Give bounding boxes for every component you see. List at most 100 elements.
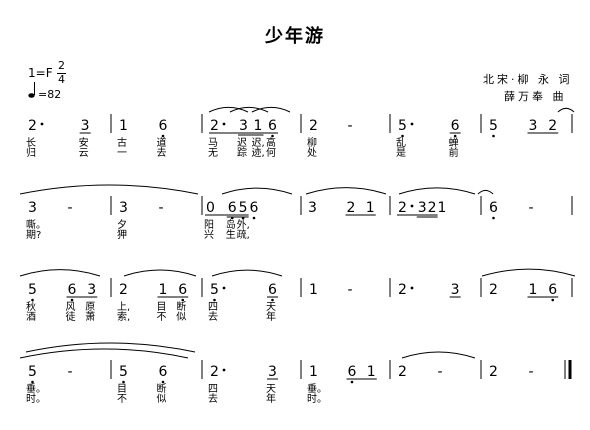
slur-arc — [251, 106, 291, 113]
lyric-char: 无 — [208, 148, 218, 159]
note-numeral: 3 — [418, 200, 427, 216]
lyric-char: 疏, — [237, 228, 250, 241]
lyric-char: 是 — [396, 147, 406, 159]
octave-dot-low — [350, 380, 354, 384]
augmentation-dot — [410, 204, 414, 208]
note-numeral: 1 — [529, 282, 538, 298]
note-numeral: 3 — [239, 118, 248, 134]
slur-arc — [25, 342, 196, 353]
note-numeral: 3 — [28, 200, 37, 216]
note-numeral: 6 — [268, 282, 277, 298]
slur-arc — [123, 269, 197, 277]
note-numeral: 2 — [548, 118, 557, 134]
note-numeral: 2 — [210, 364, 219, 380]
lyric-char: 酒 — [26, 311, 36, 323]
lyric-char: 时。 — [26, 393, 46, 405]
lyric-char: 四 — [208, 302, 218, 313]
lyric-char: 踪 — [237, 146, 247, 159]
song-title: 少年游 — [265, 26, 325, 47]
lyric-char: 四 — [208, 384, 218, 395]
note-numeral: 0 — [206, 200, 215, 216]
lyric-char: 生 — [226, 228, 236, 241]
slur-arc — [221, 187, 293, 195]
note-numeral: 5 — [239, 200, 248, 216]
slur-arc — [481, 268, 576, 277]
note-numeral: 3 — [451, 282, 460, 298]
lyric-char: 云 — [79, 148, 89, 159]
lyric-char: 何 — [266, 146, 276, 159]
note-numeral: 5 — [28, 282, 37, 298]
note-numeral: 6 — [228, 200, 237, 216]
dash-sustain: - — [68, 364, 73, 380]
note-numeral: 6 — [548, 282, 557, 298]
octave-dot-low — [551, 298, 555, 302]
note-numeral: 2 — [347, 200, 356, 216]
augmentation-dot — [410, 286, 414, 290]
note-numeral: 1 — [159, 282, 168, 298]
note-numeral: 6 — [68, 282, 77, 298]
slur-arc — [305, 187, 387, 195]
lyric-char: 目 — [117, 384, 127, 395]
augmentation-dot — [410, 122, 414, 126]
note-numeral: 1 — [367, 364, 376, 380]
lyric-char: 外, — [237, 219, 250, 231]
lyric-char: 阳 — [204, 219, 214, 231]
note-numeral: 6 — [451, 118, 460, 134]
lyric-char: 归 — [26, 146, 36, 159]
octave-dot-low — [492, 134, 495, 138]
note-numeral: 1 — [254, 118, 263, 134]
lyric-char: 断 — [157, 382, 167, 395]
octave-dot-low — [31, 380, 34, 384]
note-numeral: 2 — [398, 282, 407, 298]
lyric-char: 去 — [208, 393, 218, 405]
lyric-char: 处 — [307, 147, 317, 159]
octave-dot-low — [161, 134, 165, 138]
lyric-char: 似 — [176, 311, 186, 323]
lyric-char: 年 — [266, 392, 276, 405]
lyric-char: 天 — [266, 384, 276, 395]
lyric-char: 不 — [117, 394, 127, 405]
slur-arc — [19, 269, 101, 277]
slur-arc — [208, 106, 249, 113]
note-numeral: 2 — [398, 200, 407, 216]
dash-sustain: - — [68, 200, 73, 216]
lyric-char: 索, — [117, 310, 130, 323]
octave-dot-low — [271, 298, 274, 302]
lyricist-credit: 北宋·柳 永 词 — [483, 73, 573, 86]
lyric-char: 乱 — [396, 137, 406, 149]
lyric-char: 安 — [79, 136, 89, 149]
lyric-char: 天 — [266, 302, 276, 313]
lyric-char: 垂。 — [307, 383, 327, 395]
lyric-char: 年 — [266, 310, 276, 323]
lyric-char: 期? — [26, 229, 41, 241]
lyric-char: 目 — [157, 302, 167, 313]
octave-dot-low — [401, 134, 404, 138]
lyric-char: 狎 — [117, 229, 127, 241]
lyric-char: 垂。 — [26, 383, 46, 395]
slur-arc — [477, 189, 494, 195]
dash-sustain: - — [348, 118, 353, 134]
note-numeral: 2 — [428, 200, 437, 216]
slur-arc — [401, 351, 476, 359]
key-signature: 1=F — [28, 66, 53, 80]
dash-sustain: - — [348, 282, 353, 298]
note-numeral: 2 — [210, 118, 219, 134]
slur-arc — [19, 184, 199, 195]
time-signature-denominator: 4 — [58, 73, 65, 86]
note-numeral: 3 — [308, 200, 317, 216]
octave-dot-low — [453, 134, 457, 138]
octave-dot-low — [70, 298, 74, 302]
note-numeral: 6 — [268, 118, 277, 134]
lyric-char: 似 — [157, 393, 167, 405]
slur-arc — [398, 187, 476, 195]
octave-dot-low — [122, 380, 125, 384]
lyric-char: 古 — [117, 136, 127, 149]
lyric-char: 时。 — [307, 393, 327, 405]
lyric-char: 徒 — [66, 310, 76, 323]
note-numeral: 6 — [159, 364, 168, 380]
note-numeral: 6 — [489, 200, 498, 216]
lyric-char: 不 — [157, 312, 167, 323]
lyric-char: 迟 — [237, 136, 247, 149]
note-numeral: 6 — [178, 282, 187, 298]
lyric-char: 上, — [117, 301, 130, 313]
